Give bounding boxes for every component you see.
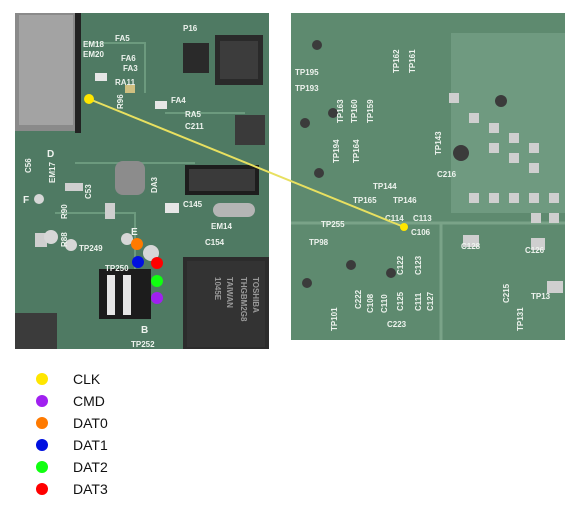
silk-p16: P16 — [183, 24, 198, 33]
silk-c113: C113 — [413, 214, 432, 223]
legend-label-dat0: DAT0 — [73, 415, 108, 431]
legend-item-cmd: CMD — [36, 390, 108, 412]
silk-r88: R88 — [60, 232, 69, 247]
legend-label-dat2: DAT2 — [73, 459, 108, 475]
silk-r96: R96 — [116, 94, 125, 109]
legend-label-dat1: DAT1 — [73, 437, 108, 453]
silk-c122: C122 — [396, 255, 405, 275]
silk-c123: C123 — [414, 255, 423, 275]
silk-c128: C128 — [461, 242, 481, 251]
silk-tp143: TP143 — [434, 131, 443, 155]
silk-tp160: TP160 — [350, 99, 359, 123]
legend-label-dat3: DAT3 — [73, 481, 108, 497]
silk-ra11: RA11 — [115, 78, 136, 87]
legend-label-cmd: CMD — [73, 393, 105, 409]
silk-tp13: TP13 — [531, 292, 551, 301]
silk-fa6: FA6 — [121, 54, 136, 63]
silk-fa3: FA3 — [123, 64, 138, 73]
legend-item-dat2: DAT2 — [36, 456, 108, 478]
silk-tp195: TP195 — [295, 68, 319, 77]
silk-fa5: FA5 — [115, 34, 130, 43]
silk-tp144: TP144 — [373, 182, 397, 191]
legend-item-dat0: DAT0 — [36, 412, 108, 434]
silk-em14: EM14 — [211, 222, 232, 231]
silk-c106: C106 — [411, 228, 431, 237]
silk-c211: C211 — [185, 122, 204, 131]
silk-c127: C127 — [426, 291, 435, 311]
silk-ra5: RA5 — [185, 110, 202, 119]
silk-mark-d: D — [47, 149, 54, 160]
silk-tp146: TP146 — [393, 196, 417, 205]
chip-origin-label: TAIWAN — [225, 277, 234, 308]
silk-tp164: TP164 — [352, 139, 361, 163]
silk-tp98: TP98 — [309, 238, 329, 247]
silk-em18: EM18 — [83, 40, 104, 49]
legend-item-clk: CLK — [36, 368, 108, 390]
legend-dot-dat2 — [36, 461, 48, 473]
silk-c215: C215 — [502, 283, 511, 303]
silk-tp252: TP252 — [131, 340, 155, 349]
silk-tp101: TP101 — [330, 307, 339, 331]
chip-brand-label: TOSHIBA — [251, 277, 260, 313]
silk-em20: EM20 — [83, 50, 104, 59]
silk-mark-b: B — [141, 325, 148, 336]
chip-marking: TOSHIBA THGBM2G8 1045E TAIWAN — [213, 277, 260, 322]
silk-c126: C126 — [525, 246, 545, 255]
silk-tp161: TP161 — [408, 49, 417, 73]
silk-c108: C108 — [366, 293, 375, 313]
silk-tp194: TP194 — [332, 139, 341, 163]
right-board-photo: TP195 TP193 TP163 TP160 TP164 TP159 TP16… — [291, 13, 565, 340]
signal-legend: CLK CMD DAT0 DAT1 DAT2 DAT3 — [36, 368, 108, 500]
silk-tp131: TP131 — [516, 307, 525, 331]
legend-dot-dat1 — [36, 439, 48, 451]
legend-dot-dat3 — [36, 483, 48, 495]
silk-em17: EM17 — [48, 162, 57, 183]
silk-da3: DA3 — [150, 176, 159, 193]
silk-c125: C125 — [396, 291, 405, 311]
silk-tp255: TP255 — [321, 220, 345, 229]
silk-tp159: TP159 — [366, 99, 375, 123]
silk-c53: C53 — [84, 184, 93, 199]
silk-c56: C56 — [24, 158, 33, 173]
legend-item-dat3: DAT3 — [36, 478, 108, 500]
silk-mark-f: F — [23, 195, 29, 206]
silk-tp162: TP162 — [392, 49, 401, 73]
right-board-illustration: TP195 TP193 TP163 TP160 TP164 TP159 TP16… — [291, 13, 565, 340]
legend-dot-cmd — [36, 395, 48, 407]
silk-c145: C145 — [183, 200, 203, 209]
silk-c216: C216 — [437, 170, 457, 179]
chip-part-label: THGBM2G8 — [239, 277, 248, 322]
silk-mark-e: E — [131, 227, 138, 238]
legend-label-clk: CLK — [73, 371, 101, 387]
legend-dot-dat0 — [36, 417, 48, 429]
silk-c154: C154 — [205, 238, 225, 247]
silk-tp249: TP249 — [79, 244, 103, 253]
silk-c222: C222 — [354, 289, 363, 309]
legend-dot-clk — [36, 373, 48, 385]
silk-fa4: FA4 — [171, 96, 186, 105]
silk-tp165: TP165 — [353, 196, 377, 205]
silk-tp163: TP163 — [336, 99, 345, 123]
left-board-photo: TOSHIBA THGBM2G8 1045E TAIWAN EM18 EM20 … — [15, 13, 269, 349]
silk-c223: C223 — [387, 320, 407, 329]
chip-date-label: 1045E — [213, 277, 222, 301]
silk-r90: R90 — [60, 204, 69, 219]
silk-tp250: TP250 — [105, 264, 129, 273]
silk-c111: C111 — [414, 292, 423, 311]
silk-tp193: TP193 — [295, 84, 319, 93]
silk-c114: C114 — [385, 214, 404, 223]
left-board-illustration: TOSHIBA THGBM2G8 1045E TAIWAN EM18 EM20 … — [15, 13, 269, 349]
legend-item-dat1: DAT1 — [36, 434, 108, 456]
silk-c110: C110 — [380, 294, 389, 313]
